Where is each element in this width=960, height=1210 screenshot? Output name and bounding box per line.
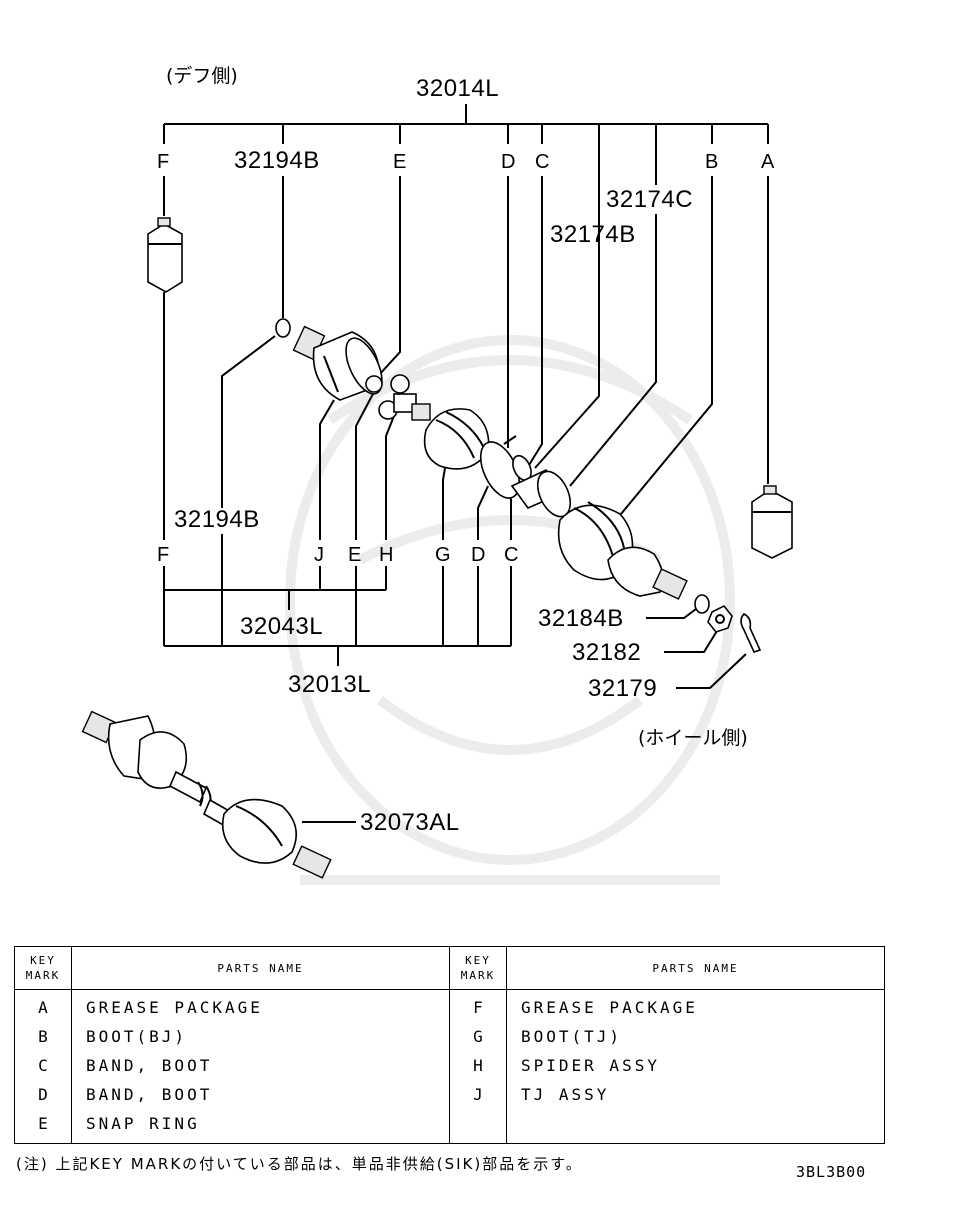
key-mark-bottom-d: D bbox=[471, 544, 485, 566]
table-row-key: J bbox=[473, 1085, 483, 1104]
key-mark-bottom-e: E bbox=[348, 544, 361, 566]
part-number-32179: 32179 bbox=[588, 675, 657, 702]
boot-tj bbox=[423, 408, 490, 470]
parts-table-header: KEY MARK PARTS NAME KEY MARK PARTS NAME bbox=[14, 946, 885, 990]
washer-32184b bbox=[694, 594, 710, 614]
key-mark-top-e: E bbox=[393, 151, 406, 173]
table-row-name: BOOT(BJ) bbox=[86, 1027, 188, 1046]
header-parts-name-left: PARTS NAME bbox=[71, 946, 450, 990]
part-number-32174b: 32174B bbox=[550, 221, 636, 248]
header-key-line1: KEY bbox=[30, 954, 56, 967]
right-key-column: F G H J bbox=[449, 989, 507, 1144]
parts-diagram: (デフ側) (ホイール側) 32014L 32194B 32174C 32174… bbox=[81, 65, 793, 885]
bj-assy bbox=[607, 546, 688, 600]
part-number-32174c: 32174C bbox=[606, 186, 693, 213]
table-row-key: E bbox=[38, 1114, 48, 1133]
table-row-key: A bbox=[38, 998, 48, 1017]
label-diff-side: (デフ側) bbox=[166, 65, 238, 87]
table-row-name: SNAP RING bbox=[86, 1114, 200, 1133]
table-row-key: G bbox=[473, 1027, 483, 1046]
key-mark-top-d: D bbox=[501, 151, 515, 173]
part-number-32013l: 32013L bbox=[288, 671, 371, 698]
part-number-32184b: 32184B bbox=[538, 605, 624, 632]
key-mark-bottom-c: C bbox=[504, 544, 518, 566]
header-key-line1: KEY bbox=[465, 954, 491, 967]
grease-package-f bbox=[147, 217, 183, 293]
table-row-key: F bbox=[473, 998, 483, 1017]
assembly-32014L-bracket bbox=[163, 104, 769, 250]
table-row-key: B bbox=[38, 1027, 48, 1046]
leader-lines-right bbox=[302, 605, 747, 823]
header-key-mark-left: KEY MARK bbox=[14, 946, 72, 990]
snap-ring-e bbox=[365, 375, 383, 393]
snap-ring-32194b bbox=[275, 318, 291, 338]
key-mark-top-a: A bbox=[761, 151, 775, 173]
right-name-column: GREASE PACKAGE BOOT(TJ) SPIDER ASSY TJ A… bbox=[506, 989, 885, 1144]
diagram-code: 3BL3B00 bbox=[796, 1163, 867, 1181]
left-key-column: A B C D E bbox=[14, 989, 72, 1144]
grease-package-a bbox=[751, 485, 793, 559]
table-row-name: BAND, BOOT bbox=[86, 1056, 213, 1075]
part-number-32182: 32182 bbox=[572, 639, 641, 666]
key-mark-bottom-f: F bbox=[157, 544, 169, 566]
header-key-mark-right: KEY MARK bbox=[449, 946, 507, 990]
table-row-name: BOOT(TJ) bbox=[521, 1027, 623, 1046]
drive-shaft-assembly-32073al bbox=[81, 710, 332, 879]
header-key-line2: MARK bbox=[25, 969, 61, 982]
tj-assy bbox=[292, 325, 383, 401]
spider-assy bbox=[378, 374, 431, 421]
label-wheel-side: (ホイール側) bbox=[638, 727, 748, 749]
header-key-line2: MARK bbox=[460, 969, 496, 982]
key-mark-top-f: F bbox=[157, 151, 169, 173]
table-row-name: TJ ASSY bbox=[521, 1085, 610, 1104]
part-number-32073al: 32073AL bbox=[360, 809, 460, 836]
part-number-32043l: 32043L bbox=[240, 613, 323, 640]
table-row-key: C bbox=[38, 1056, 48, 1075]
table-row-name: GREASE PACKAGE bbox=[521, 998, 698, 1017]
table-row-name: GREASE PACKAGE bbox=[86, 998, 263, 1017]
assembly-32043L-bracket bbox=[163, 566, 512, 646]
parts-table-body: A B C D E GREASE PACKAGE BOOT(BJ) BAND, … bbox=[14, 989, 885, 1144]
key-mark-top-b: B bbox=[705, 151, 718, 173]
leader-lines-top bbox=[163, 176, 769, 540]
header-parts-name-right: PARTS NAME bbox=[506, 946, 885, 990]
key-mark-bottom-g: G bbox=[435, 544, 451, 566]
nut-32182 bbox=[707, 604, 733, 633]
table-row-key: D bbox=[38, 1085, 48, 1104]
table-row-name: BAND, BOOT bbox=[86, 1085, 213, 1104]
part-number-32014l: 32014L bbox=[416, 75, 499, 102]
table-row-name: SPIDER ASSY bbox=[521, 1056, 660, 1075]
footnote: (注) 上記KEY MARKの付いている部品は、単品非供給(SIK)部品を示す。 bbox=[16, 1155, 583, 1173]
key-mark-bottom-j: J bbox=[314, 544, 324, 566]
table-row-key: H bbox=[473, 1056, 483, 1075]
assembly-32013L-bracket bbox=[164, 645, 511, 666]
key-mark-top-c: C bbox=[535, 151, 549, 173]
part-number-32194b-top: 32194B bbox=[234, 147, 320, 174]
left-name-column: GREASE PACKAGE BOOT(BJ) BAND, BOOT BAND,… bbox=[71, 989, 450, 1144]
split-pin-32179 bbox=[740, 613, 762, 653]
part-number-32194b-mid: 32194B bbox=[174, 506, 260, 533]
key-mark-bottom-h: H bbox=[379, 544, 393, 566]
parts-table: KEY MARK PARTS NAME KEY MARK PARTS NAME … bbox=[14, 946, 885, 1144]
